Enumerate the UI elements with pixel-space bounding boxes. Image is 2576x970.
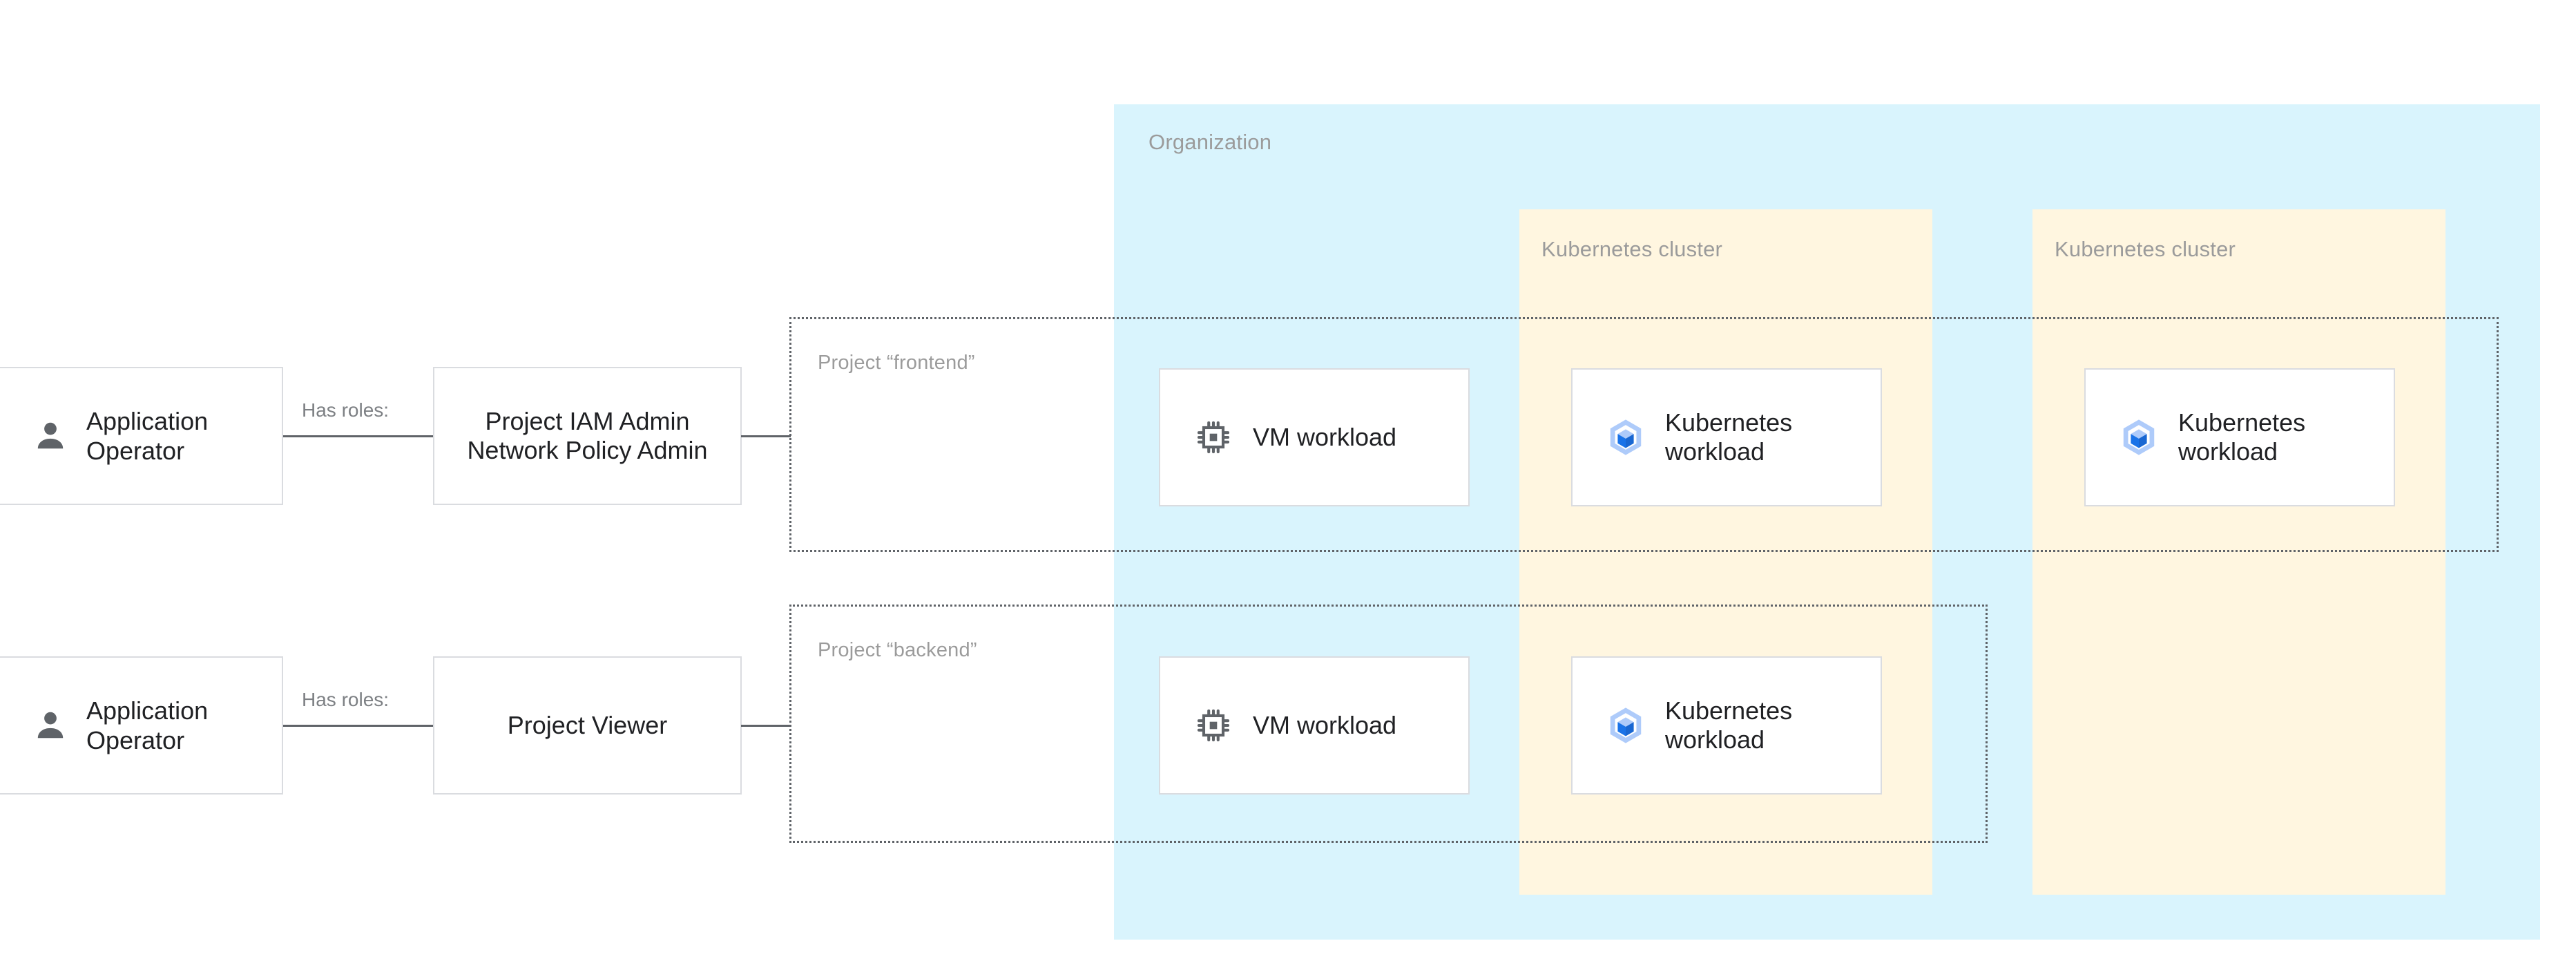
workload-card-vm-2[interactable]: VM workload	[1159, 656, 1470, 795]
connector-actor-to-role-2	[283, 725, 434, 727]
connector-role-to-project-2	[741, 725, 791, 727]
connector-role-to-project-1	[741, 435, 791, 437]
role-card-2[interactable]: Project Viewer	[433, 656, 742, 795]
kubernetes-cluster-label-2: Kubernetes cluster	[2055, 237, 2236, 261]
workload-label-vm-1: VM workload	[1253, 422, 1397, 451]
workload-card-kubernetes-2[interactable]: Kubernetes workload	[2084, 368, 2395, 506]
workload-label-kubernetes-3: Kubernetes workload	[1665, 696, 1793, 754]
person-icon	[37, 712, 64, 739]
actor-label-2: Application Operator	[86, 696, 209, 754]
kubernetes-cluster-label-1: Kubernetes cluster	[1541, 237, 1723, 261]
workload-label-vm-2: VM workload	[1253, 710, 1397, 739]
role-label-2: Project Viewer	[507, 710, 668, 739]
kubernetes-cluster-container-2: Kubernetes cluster	[2032, 209, 2445, 895]
role-label-1: Project IAM Admin Network Policy Admin	[467, 406, 708, 464]
cpu-chip-icon	[1197, 421, 1230, 454]
project-boundary-backend: Project “backend”	[789, 605, 1988, 843]
actor-label-1: Application Operator	[86, 406, 209, 465]
project-boundary-frontend: Project “frontend”	[789, 317, 2499, 552]
kubernetes-hexagon-icon	[2123, 419, 2155, 455]
kubernetes-hexagon-icon	[1610, 419, 1642, 455]
workload-label-kubernetes-1: Kubernetes workload	[1665, 408, 1793, 466]
project-label-backend: Project “backend”	[818, 639, 977, 661]
workload-card-vm-1[interactable]: VM workload	[1159, 368, 1470, 506]
edge-label-has-roles-2: Has roles:	[302, 689, 390, 710]
actor-card-application-operator-1[interactable]: Application Operator	[0, 367, 283, 505]
person-icon	[37, 422, 64, 449]
project-label-frontend: Project “frontend”	[818, 352, 975, 374]
organization-label: Organization	[1148, 130, 1272, 154]
actor-card-application-operator-2[interactable]: Application Operator	[0, 656, 283, 795]
cpu-chip-icon	[1197, 709, 1230, 742]
role-card-1[interactable]: Project IAM Admin Network Policy Admin	[433, 367, 742, 505]
connector-actor-to-role-1	[283, 435, 434, 437]
workload-card-kubernetes-3[interactable]: Kubernetes workload	[1571, 656, 1882, 795]
workload-label-kubernetes-2: Kubernetes workload	[2178, 408, 2306, 466]
kubernetes-hexagon-icon	[1610, 707, 1642, 743]
edge-label-has-roles-1: Has roles:	[302, 399, 390, 421]
workload-card-kubernetes-1[interactable]: Kubernetes workload	[1571, 368, 1882, 506]
